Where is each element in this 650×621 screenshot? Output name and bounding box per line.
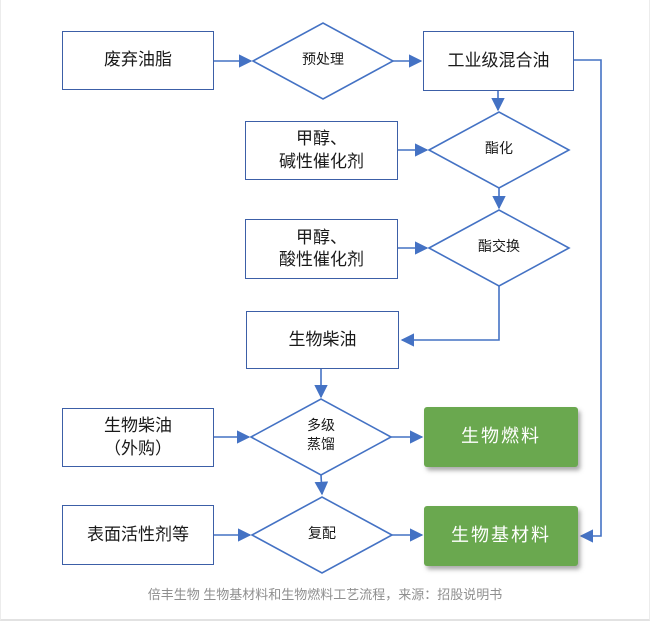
node-biobased-material: 生物基材料	[424, 506, 578, 566]
node-biobased-material-label: 生物基材料	[451, 525, 551, 546]
arrow-industrialoil-to-biobased-branch	[574, 59, 602, 543]
node-waste-oil-label: 废弃油脂	[104, 50, 172, 70]
node-surfactants: 表面活性剂等	[62, 505, 214, 565]
node-biofuel-label: 生物燃料	[461, 426, 541, 447]
node-methanol-alkaline-line1: 甲醇、	[296, 129, 347, 149]
figure-caption: 倍丰生物 生物基材料和生物燃料工艺流程，来源：招股说明书	[147, 587, 503, 602]
node-biofuel: 生物燃料	[424, 407, 578, 467]
diamond-esterification	[427, 111, 571, 189]
node-methanol-acid-line1: 甲醇、	[296, 227, 347, 247]
node-industrial-mixed-oil-label: 工业级混合油	[447, 50, 550, 70]
diamond-compounding	[250, 496, 394, 574]
node-methanol-acid-catalyst: 甲醇、 酸性催化剂	[245, 219, 398, 279]
node-biodiesel-purchased-line1: 生物柴油	[104, 416, 172, 436]
node-waste-oil: 废弃油脂	[62, 31, 214, 90]
node-methanol-alkaline-catalyst: 甲醇、 碱性催化剂	[245, 121, 398, 180]
node-biodiesel: 生物柴油	[246, 311, 399, 369]
node-biodiesel-purchased-line2: （外购）	[104, 438, 172, 458]
diamond-transesterification	[427, 209, 571, 287]
node-biodiesel-label: 生物柴油	[288, 329, 357, 349]
diamond-multistage-distillation	[249, 398, 393, 476]
node-biodiesel-purchased: 生物柴油 （外购）	[62, 408, 214, 467]
arrow-distillation-to-compounding	[314, 474, 329, 496]
node-industrial-mixed-oil: 工业级混合油	[423, 31, 574, 91]
node-methanol-acid-line2: 酸性催化剂	[279, 250, 364, 269]
arrow-transester-to-biodiesel	[400, 286, 500, 347]
node-surfactants-label: 表面活性剂等	[87, 524, 189, 544]
node-methanol-alkaline-line2: 碱性催化剂	[279, 151, 364, 171]
diamond-pretreatment	[251, 22, 395, 100]
